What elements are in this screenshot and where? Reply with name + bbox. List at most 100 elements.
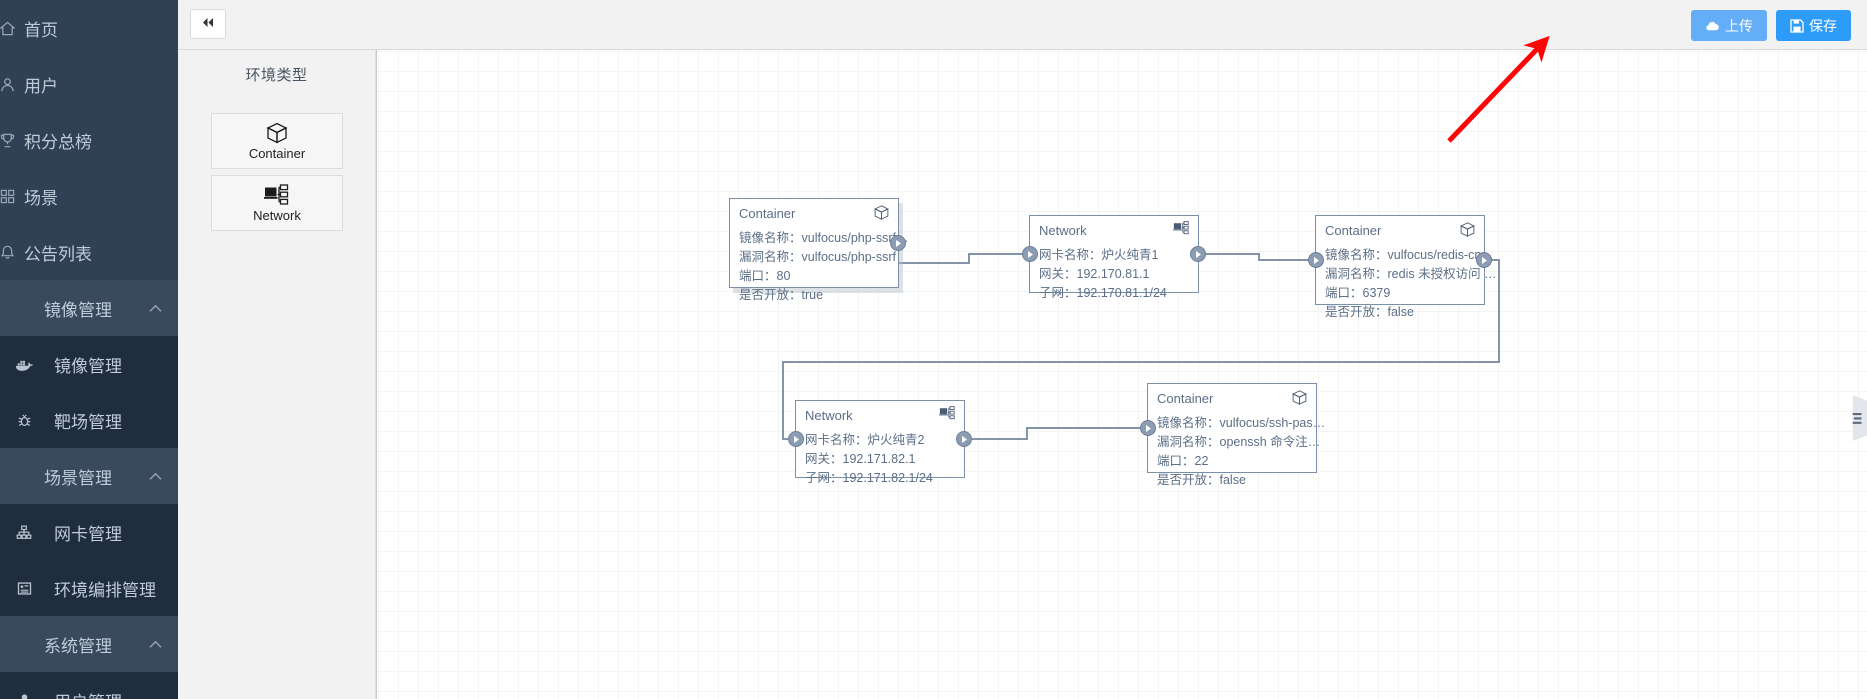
node-property-row: 端口：6379 (1325, 286, 1391, 300)
sidebar-item-6[interactable]: 镜像管理 (0, 336, 178, 392)
sidebar-item-7[interactable]: 靶场管理 (0, 392, 178, 448)
node-property-row: 网卡名称：炉火纯青2 (805, 433, 925, 447)
sidebar-item-5[interactable]: 镜像管理 (0, 280, 178, 336)
node-property-row: 网关：192.171.82.1 (805, 452, 916, 466)
node-port-left[interactable] (1140, 420, 1156, 436)
node-header: Container (1148, 384, 1316, 408)
node-property-row: 子网：192.171.82.1/24 (805, 471, 933, 485)
sidebar: 首页用户积分总榜场景公告列表镜像管理镜像管理靶场管理场景管理网卡管理环境编排管理… (0, 0, 178, 699)
sidebar-item-0[interactable]: 首页 (0, 0, 178, 56)
sidebar-item-label: 场景 (24, 188, 58, 208)
sidebar-item-label: 用户管理 (54, 688, 178, 699)
node-title: Container (1157, 391, 1214, 406)
sidebar-item-10[interactable]: 环境编排管理 (0, 560, 178, 616)
node-property-row: 是否开放：true (739, 288, 824, 302)
node-properties: 镜像名称：vulfocus/ssh-pas… 漏洞名称：openssh 命令注… 端… (1148, 408, 1326, 498)
upload-button[interactable]: 上传 (1691, 10, 1767, 41)
node-header: Container (1316, 216, 1484, 240)
upload-button-label: 上传 (1725, 17, 1753, 34)
sidebar-item-label: 靶场管理 (54, 412, 122, 432)
floppy-save-icon (1790, 18, 1804, 33)
node-property-row: 漏洞名称：openssh 命令注… (1157, 435, 1321, 449)
node-properties: 镜像名称：vulfocus/php-ssrf…漏洞名称：vulfocus/php… (730, 223, 908, 313)
bug-icon (4, 413, 44, 428)
node-property-row: 漏洞名称：vulfocus/php-ssrf (739, 250, 896, 264)
node-property-row: 子网：192.170.81.1/24 (1039, 286, 1167, 300)
flow-node-container-redis[interactable]: Container 镜像名称：vulfocus/redis-cn… 漏洞名称：red… (1308, 215, 1497, 319)
node-property-row: 漏洞名称：redis 未授权访问 … (1325, 267, 1497, 281)
user-icon (0, 77, 24, 92)
sidebar-item-label: 用户 (24, 76, 58, 96)
docker-icon (4, 357, 44, 372)
flow-node-network-2[interactable]: Network 网卡名称：炉火纯青2 网关：192.171.82.1 子网：192.1… (788, 400, 972, 485)
node-port-right[interactable] (1190, 246, 1206, 262)
right-panel-toggle[interactable] (1852, 395, 1867, 441)
node-title: Container (739, 206, 796, 221)
canvas-grid (377, 50, 1867, 699)
sidebar-item-9[interactable]: 网卡管理 (0, 504, 178, 560)
save-button[interactable]: 保存 (1776, 10, 1851, 41)
sidebar-item-label: 环境编排管理 (54, 580, 156, 600)
orchestrate-icon (4, 581, 44, 596)
trophy-icon (0, 133, 24, 148)
sidebar-item-12[interactable]: 用户管理 (0, 672, 178, 699)
sidebar-item-3[interactable]: 场景 (0, 168, 178, 224)
sidebar-item-1[interactable]: 用户 (0, 56, 178, 112)
palette-item-label: Network (253, 207, 301, 223)
sidebar-item-2[interactable]: 积分总榜 (0, 112, 178, 168)
node-port-right[interactable] (1476, 252, 1492, 268)
palette-item-label: Container (248, 145, 306, 161)
node-title: Container (1325, 223, 1382, 238)
flow-canvas[interactable]: Container 镜像名称：vulfocus/php-ssrf…漏洞名称：vul… (376, 50, 1867, 699)
palette-title: 环境类型 (245, 67, 308, 84)
sidebar-item-11[interactable]: 系统管理 (0, 616, 178, 672)
double-chevron-left-icon (201, 17, 215, 31)
node-port-left[interactable] (1022, 246, 1038, 262)
network-device-icon (939, 406, 956, 420)
grid-icon (0, 189, 24, 204)
node-property-row: 网关：192.170.81.1 (1039, 267, 1150, 281)
bell-icon (0, 245, 24, 260)
node-property-row: 端口：22 (1157, 454, 1209, 468)
node-header: Network (796, 401, 964, 425)
node-property-row: 端口：80 (739, 269, 791, 283)
node-port-left[interactable] (788, 431, 804, 447)
editor-toolbar: 上传 保存 (178, 0, 1867, 50)
person-icon (4, 693, 44, 699)
palette-item-container[interactable]: Container (211, 113, 343, 169)
node-property-row: 镜像名称：vulfocus/ssh-pas… (1157, 416, 1326, 430)
sidebar-item-label: 场景管理 (44, 468, 112, 488)
chevron-up-icon (140, 472, 170, 481)
node-port-right[interactable] (890, 235, 906, 251)
box-3d-icon (873, 204, 890, 221)
network-device-icon (264, 183, 290, 206)
network-icon (4, 525, 44, 540)
node-port-right[interactable] (956, 431, 972, 447)
node-property-row: 网卡名称：炉火纯青1 (1039, 248, 1159, 262)
cloud-upload-icon (1705, 20, 1720, 32)
sidebar-item-label: 首页 (24, 20, 58, 40)
node-palette: 环境类型 Container (178, 50, 376, 699)
home-icon (0, 21, 24, 36)
main-area: 上传 保存 环境类型 (178, 0, 1867, 699)
node-properties: 网卡名称：炉火纯青1 网关：192.170.81.1 子网：192.170.81.1… (1030, 240, 1198, 311)
save-button-label: 保存 (1809, 17, 1837, 34)
node-property-row: 是否开放：false (1325, 305, 1414, 319)
collapse-panel-button[interactable] (190, 9, 226, 39)
node-properties: 网卡名称：炉火纯青2 网关：192.171.82.1 子网：192.171.82.1… (796, 425, 964, 496)
sidebar-item-label: 镜像管理 (54, 356, 122, 376)
box-3d-icon (265, 122, 289, 144)
chevron-up-icon (140, 304, 170, 313)
node-port-left[interactable] (1308, 252, 1324, 268)
palette-item-network[interactable]: Network (211, 175, 343, 231)
sidebar-item-label: 镜像管理 (44, 300, 112, 320)
flow-node-container-ssh[interactable]: Container 镜像名称：vulfocus/ssh-pas… 漏洞名称：open… (1140, 383, 1325, 487)
sidebar-item-8[interactable]: 场景管理 (0, 448, 178, 504)
sidebar-item-4[interactable]: 公告列表 (0, 224, 178, 280)
node-property-row: 镜像名称：vulfocus/redis-cn… (1325, 248, 1494, 262)
sidebar-item-label: 公告列表 (24, 244, 92, 264)
node-property-row: 是否开放：false (1157, 473, 1246, 487)
